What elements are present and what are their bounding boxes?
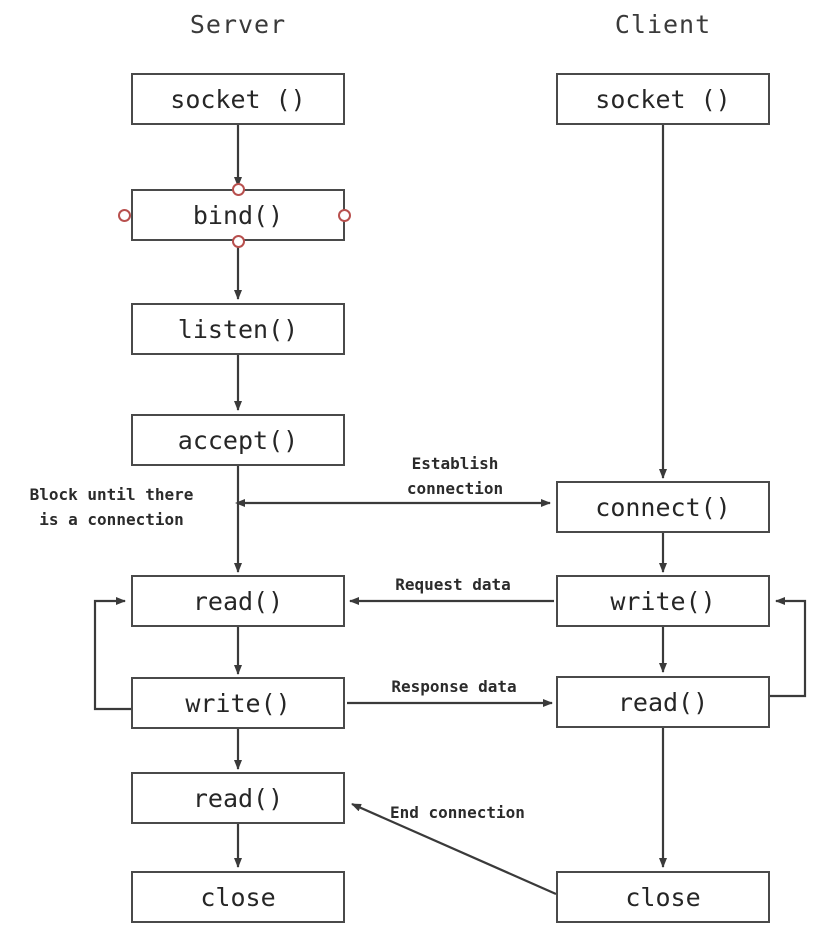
label-establish-line-2: connection [406, 478, 504, 498]
label-request-data: Request data [395, 575, 511, 594]
node-server-bind[interactable]: bind() [131, 189, 345, 241]
node-client-socket[interactable]: socket () [556, 73, 770, 125]
label-end-connection: End connection [390, 803, 525, 822]
node-client-read[interactable]: read() [556, 676, 770, 728]
selection-handle-top[interactable] [231, 182, 245, 196]
column-title-client: Client [614, 10, 712, 39]
node-server-read-2[interactable]: read() [131, 772, 345, 824]
label-block-until-connection: Block until there is a connection [4, 483, 219, 533]
arrow-end-connection [351, 802, 557, 896]
selection-handle-left[interactable] [118, 208, 131, 222]
node-server-listen[interactable]: listen() [131, 303, 345, 355]
node-server-close[interactable]: close [131, 871, 345, 923]
node-server-accept[interactable]: accept() [131, 414, 345, 466]
arrow-server-loop [93, 597, 131, 711]
column-title-server: Server [189, 10, 287, 39]
node-client-connect[interactable]: connect() [556, 481, 770, 533]
selection-handle-right[interactable] [338, 208, 351, 222]
label-block-line-2: is a connection [39, 509, 184, 529]
label-establish-connection: Establish connection [360, 452, 550, 502]
selection-handle-bottom[interactable] [231, 234, 245, 248]
label-response-data: Response data [391, 677, 517, 696]
node-server-read-1[interactable]: read() [131, 575, 345, 627]
label-block-line-1: Block until there [29, 485, 194, 504]
arrow-client-loop [770, 597, 807, 698]
node-client-write[interactable]: write() [556, 575, 770, 627]
node-client-close[interactable]: close [556, 871, 770, 923]
node-server-socket[interactable]: socket () [131, 73, 345, 125]
label-establish-line-1: Establish [411, 454, 499, 473]
node-server-write[interactable]: write() [131, 677, 345, 729]
